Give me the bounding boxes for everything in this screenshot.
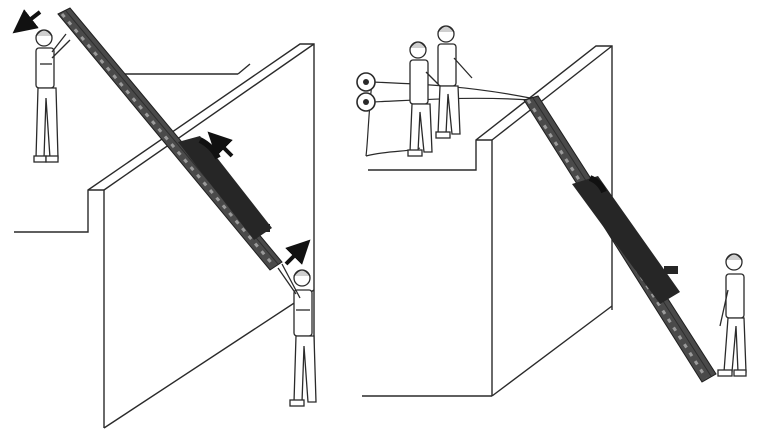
pulley-icon	[356, 92, 376, 112]
right-bottom-rescuer	[717, 253, 747, 377]
arrow-icon	[12, 9, 42, 34]
pulley-icon	[356, 72, 376, 92]
arrow-icon	[284, 239, 311, 266]
left-top-rescuer	[33, 29, 71, 163]
arrow-icon	[207, 131, 234, 158]
right-panel	[356, 25, 747, 397]
right-top-rescuer-front	[407, 41, 445, 157]
right-wall	[362, 45, 613, 397]
left-bottom-rescuer	[277, 263, 317, 407]
left-panel	[12, 7, 317, 429]
left-wall	[14, 43, 315, 429]
right-stretcher	[572, 175, 680, 304]
right-top-rescuer-back	[435, 25, 473, 139]
